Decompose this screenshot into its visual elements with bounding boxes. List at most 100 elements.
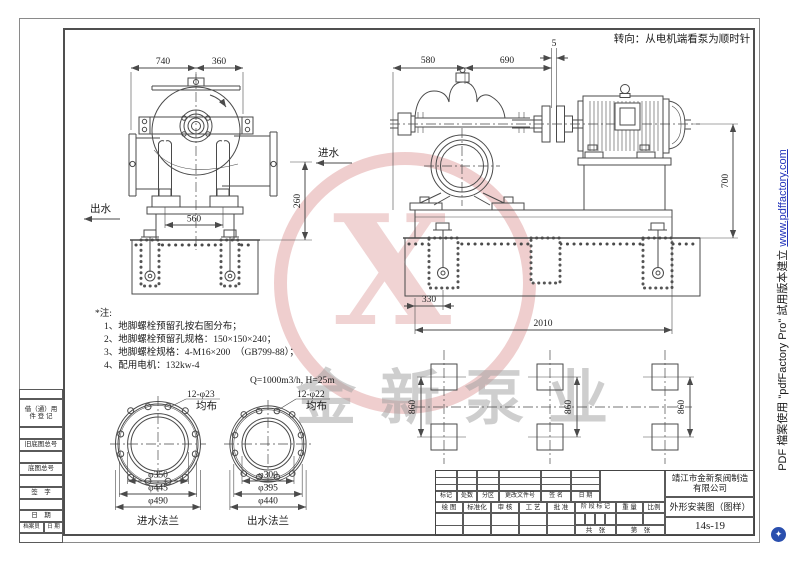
side-panel-cell-empty [19, 475, 63, 487]
notes-line-3: 3、地脚螺栓规格：4-M16×200 （GB799-88）； [104, 346, 299, 358]
side-view-foundation [403, 222, 701, 297]
date-cell: 日 期 [19, 510, 63, 522]
company-name: 靖江市金新泵阀制造有限公司 [665, 470, 755, 497]
outlet-flange-dia-outer: φ440 [258, 497, 278, 507]
outlet-flange-dia-inner: φ300 [258, 471, 278, 481]
dim-690: 690 [500, 56, 515, 66]
notes-title: *注: [95, 307, 112, 319]
rotation-note: 转向：从电机端看泵为顺时针 [614, 32, 751, 45]
inlet-label: 进水 [318, 147, 339, 159]
outlet-flange-dia-bolt: φ395 [258, 484, 278, 494]
rev-cell-empty [499, 470, 541, 491]
inlet-flange-holes: 12-φ23 [187, 390, 215, 400]
outlet-label: 出水 [90, 202, 111, 215]
rev-cell-empty [477, 470, 499, 491]
notes-line-2: 2、地脚螺栓预留孔规格：150×150×240； [104, 333, 276, 345]
notes-line-1: 1、地脚螺栓预留孔按右图分布； [104, 320, 242, 332]
outlet-flange-detail: 12-φ22 均布 φ300 φ395 φ440 出水法兰 [224, 390, 330, 527]
inlet-flange-dia-outer: φ490 [148, 497, 168, 507]
side-panel-cell-empty [19, 499, 63, 510]
inner-border [63, 28, 755, 536]
pdffactory-icon: ✦ [771, 527, 786, 542]
archivist-date-cell: 日 期 [44, 522, 63, 533]
notes-block: *注: 1、地脚螺栓预留孔按右图分布； 2、地脚螺栓预留孔规格：150×150×… [95, 307, 335, 386]
dim-360: 360 [212, 57, 227, 67]
rev-cell-empty [435, 470, 457, 491]
stage-box [595, 513, 605, 525]
dim-330: 330 [422, 295, 437, 305]
dim-580: 580 [421, 56, 436, 66]
archivist-cell: 档案员 [19, 522, 44, 533]
dim-860-3: 860 [677, 400, 687, 415]
stage-box [585, 513, 595, 525]
role-standardize: 标准化 [463, 502, 491, 513]
notes-line-4: 4、配用电机：132kw-4 [104, 359, 200, 371]
drawing-number: 14s-19 [665, 517, 755, 536]
stage-area-empty [600, 470, 665, 502]
inlet-flange-detail: 12-φ23 均布 φ350 φ445 φ490 进水法兰 [110, 390, 220, 527]
title-block: 标记 处数 分区 更改文件号 签 名 日 期 绘 图 标准化 审 核 工 艺 批… [435, 470, 755, 536]
sheet-total-cell: 共 张 [575, 524, 616, 536]
side-view-dims: 700 330 2010 [404, 123, 738, 334]
pdffactory-link[interactable]: www.pdffactory.com [777, 149, 789, 247]
outer-border [19, 18, 760, 543]
dim-560: 560 [187, 215, 202, 225]
rev-row-divider [435, 484, 600, 485]
outlet-flange-holes: 12-φ22 [297, 390, 325, 400]
rev-row-divider [435, 477, 600, 478]
inlet-flange-layout: 均布 [196, 400, 217, 412]
rev-header-zone: 分区 [477, 491, 499, 502]
rotation-note-text: 转向：从电机端看泵为顺时针 [614, 32, 751, 45]
rev-cell-empty [541, 470, 571, 491]
base-no-cell: 底图总号 [19, 463, 63, 475]
rev-header-docno: 更改文件号 [499, 491, 541, 502]
old-base-no-cell: 旧底图总号 [19, 439, 63, 451]
stage-box [605, 513, 616, 525]
rev-cell-empty [457, 470, 477, 491]
side-panel-cell-empty [19, 427, 63, 439]
side-panel-cell-empty [19, 389, 63, 399]
dim-860-2: 860 [564, 400, 574, 415]
weight-cell-empty [616, 513, 643, 525]
role-process: 工 艺 [519, 502, 547, 513]
scale-cell-empty [643, 513, 665, 525]
rev-header-sign: 签 名 [541, 491, 571, 502]
dim-5: 5 [552, 39, 557, 49]
side-panel-cell-empty [19, 451, 63, 463]
pdffactory-text: PDF 檔案使用 "pdfFactory Pro" 試用版本建立 [777, 246, 789, 471]
side-panel-cell-empty [19, 533, 63, 543]
stage-box [575, 513, 585, 525]
dim-260: 260 [293, 194, 303, 209]
sheet-number-cell: 第 张 [616, 524, 665, 536]
rev-header-date: 日 期 [571, 491, 600, 502]
front-view-dims: 260 进水 出水 [84, 147, 352, 241]
inlet-flange-dia-inner: φ350 [148, 471, 168, 481]
rev-cell-empty [571, 470, 600, 491]
borrow-label-line1: 借（通）用 [24, 405, 58, 413]
pump-side-view: 580 690 5 [390, 39, 700, 239]
drawing-title: 外形安装图（图样） [665, 497, 755, 517]
inlet-flange-dia-bolt: φ445 [148, 484, 168, 494]
weight-label: 重 量 [616, 502, 643, 513]
pump-front-foundation [130, 237, 260, 295]
inlet-flange-caption: 进水法兰 [137, 514, 179, 527]
role-check: 审 核 [491, 502, 519, 513]
performance-spec: Q=1000m3/h, H=25m [250, 376, 335, 386]
foundation-plan-view: 860 860 860 [408, 350, 694, 464]
side-panel-borrow-cell: 借（通）用 件 登 记 [19, 399, 63, 427]
scale-label: 比例 [643, 502, 665, 513]
dim-700: 700 [721, 174, 731, 189]
role-draw: 绘 图 [435, 502, 463, 513]
borrow-label-line2: 件 登 记 [29, 413, 53, 420]
signature-cell: 签 字 [19, 487, 63, 499]
dim-740: 740 [156, 57, 171, 67]
pdffactory-watermark: PDF 檔案使用 "pdfFactory Pro" 試用版本建立 www.pdf… [774, 80, 790, 540]
outlet-flange-caption: 出水法兰 [247, 514, 289, 527]
dim-860-1: 860 [408, 400, 418, 415]
dim-2010: 2010 [534, 319, 553, 329]
role-approve: 批 准 [547, 502, 575, 513]
rev-header-count: 处数 [457, 491, 477, 502]
stage-mark-label: 阶 段 标 记 [575, 502, 616, 513]
